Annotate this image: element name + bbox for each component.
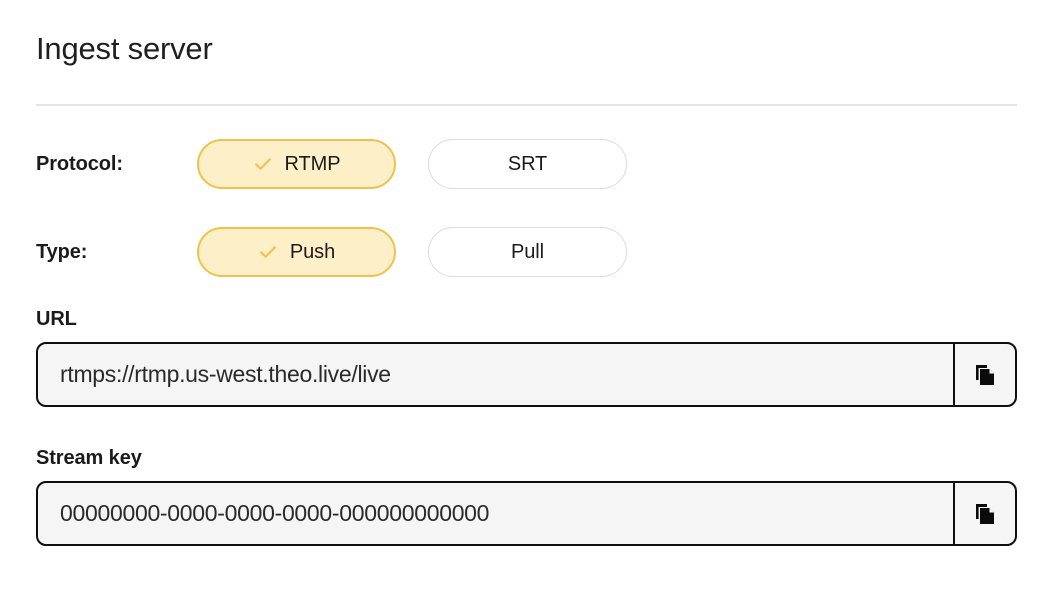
stream-key-field-group: Stream key 00000000-0000-0000-0000-00000… <box>36 447 1017 546</box>
type-option-push[interactable]: Push <box>197 227 396 277</box>
copy-icon <box>972 501 998 527</box>
stream-key-label: Stream key <box>36 447 142 469</box>
type-row: Type: Push Pull <box>36 227 1017 277</box>
stream-key-input[interactable]: 00000000-0000-0000-0000-000000000000 <box>60 500 490 526</box>
type-label: Type: <box>36 240 88 263</box>
protocol-row: Protocol: RTMP SRT <box>36 139 1017 189</box>
type-option-push-label: Push <box>289 240 336 263</box>
url-label: URL <box>36 308 77 330</box>
check-icon <box>258 242 278 262</box>
protocol-option-rtmp[interactable]: RTMP <box>197 139 396 189</box>
stream-key-input-wrapper: 00000000-0000-0000-0000-000000000000 <box>36 481 1017 546</box>
page-title: Ingest server <box>36 31 213 66</box>
title-divider <box>36 104 1017 106</box>
check-icon <box>253 154 273 174</box>
protocol-option-srt[interactable]: SRT <box>428 139 627 189</box>
url-copy-button[interactable] <box>955 344 1015 405</box>
protocol-option-rtmp-label: RTMP <box>284 152 341 175</box>
protocol-label: Protocol: <box>36 152 123 175</box>
stream-key-copy-button[interactable] <box>955 483 1015 544</box>
url-input-wrapper: rtmps://rtmp.us-west.theo.live/live <box>36 342 1017 407</box>
type-option-pull[interactable]: Pull <box>428 227 627 277</box>
type-option-pull-label: Pull <box>511 240 544 263</box>
stream-key-input-divider <box>953 483 955 544</box>
url-input[interactable]: rtmps://rtmp.us-west.theo.live/live <box>60 361 391 387</box>
copy-icon <box>972 362 998 388</box>
protocol-option-srt-label: SRT <box>507 152 548 175</box>
url-input-divider <box>953 344 955 405</box>
url-field-group: URL rtmps://rtmp.us-west.theo.live/live <box>36 308 1017 407</box>
